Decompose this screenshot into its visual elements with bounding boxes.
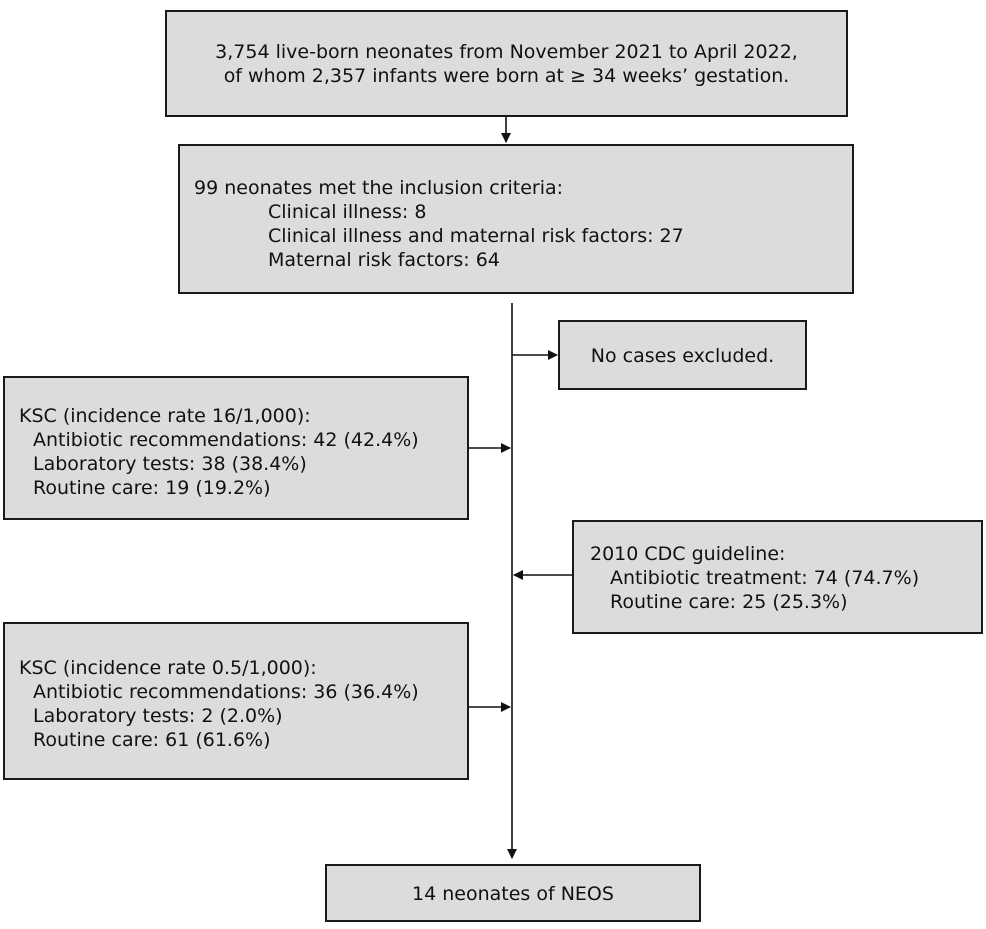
ksc05-item: Routine care: 61 (61.6%) (33, 729, 271, 751)
ksc05-item: Laboratory tests: 2 (2.0%) (33, 705, 283, 727)
cdc-item: Antibiotic treatment: 74 (74.7%) (610, 567, 920, 589)
cdc-item: Routine care: 25 (25.3%) (610, 591, 848, 613)
box-cdc-guideline: 2010 CDC guideline: Antibiotic treatment… (572, 520, 983, 634)
final-neos-text: 14 neonates of NEOS (412, 883, 614, 905)
ksc05-heading: KSC (incidence rate 0.5/1,000): (19, 657, 317, 679)
inclusion-item: Clinical illness and maternal risk facto… (268, 225, 684, 247)
ksc16-item: Laboratory tests: 38 (38.4%) (33, 453, 307, 475)
box-ksc-16: KSC (incidence rate 16/1,000): Antibioti… (3, 376, 469, 520)
box-excluded: No cases excluded. (558, 320, 807, 390)
inclusion-item: Maternal risk factors: 64 (268, 249, 500, 271)
inclusion-item: Clinical illness: 8 (268, 201, 427, 223)
box-final-neos: 14 neonates of NEOS (325, 864, 701, 922)
ksc16-item: Routine care: 19 (19.2%) (33, 477, 271, 499)
inclusion-heading: 99 neonates met the inclusion criteria: (194, 177, 564, 199)
ksc05-item: Antibiotic recommendations: 36 (36.4%) (33, 681, 419, 703)
ksc16-heading: KSC (incidence rate 16/1,000): (19, 405, 311, 427)
excluded-text: No cases excluded. (590, 345, 775, 367)
population-line-1: 3,754 live-born neonates from November 2… (215, 41, 798, 63)
population-line-2: of whom 2,357 infants were born at ≥ 34 … (223, 65, 790, 87)
ksc16-item: Antibiotic recommendations: 42 (42.4%) (33, 429, 419, 451)
box-ksc-05: KSC (incidence rate 0.5/1,000): Antibiot… (3, 622, 469, 780)
cdc-heading: 2010 CDC guideline: (590, 543, 786, 565)
box-population: 3,754 live-born neonates from November 2… (165, 10, 848, 117)
box-inclusion-criteria: 99 neonates met the inclusion criteria: … (178, 144, 854, 294)
